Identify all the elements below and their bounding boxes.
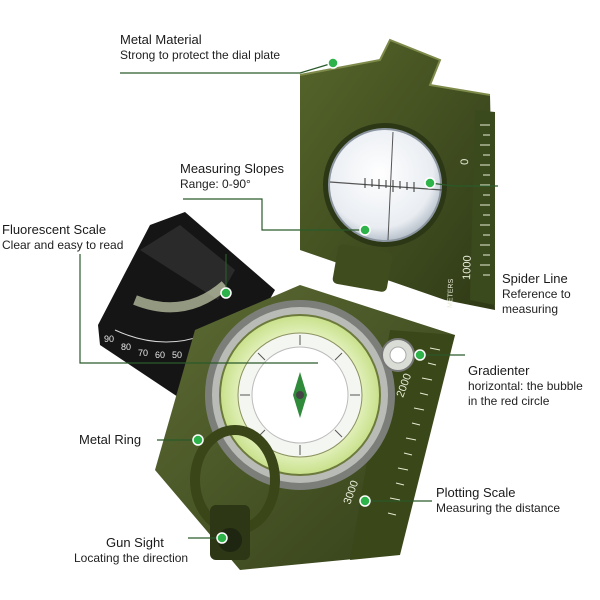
dot-measuring-slopes: [359, 224, 371, 236]
leader-spider-line: [429, 182, 498, 187]
fluorescent-scale-desc: Clear and easy to read: [2, 238, 124, 253]
dot-metal-ring: [192, 434, 204, 446]
dot-metal-material: [327, 57, 339, 69]
dot-plotting-scale: [359, 495, 371, 507]
plotting-scale-desc: Measuring the distance: [436, 501, 561, 516]
lid-scale-unit: METERS: [447, 278, 455, 308]
label-metal-material: Metal Material Strong to protect the dia…: [120, 32, 280, 63]
leader-measuring-slopes: [183, 198, 365, 231]
spider-line-title: Spider Line: [502, 271, 568, 286]
gun-sight-desc: Locating the direction: [74, 551, 189, 566]
measuring-slopes-title: Measuring Slopes: [180, 161, 285, 176]
dot-gun-sight: [216, 532, 228, 544]
compass-lid: [299, 38, 495, 310]
dot-fluorescent-scale: [220, 287, 232, 299]
dot-gradienter: [414, 349, 426, 361]
fluorescent-scale-title: Fluorescent Scale: [2, 222, 107, 237]
leader-lines: [79, 62, 498, 539]
label-plotting-scale: Plotting Scale Measuring the distance: [436, 485, 560, 516]
leader-fluorescent-scale: [79, 254, 318, 364]
gradienter-desc-1: horizontal: the bubble: [468, 379, 583, 394]
label-spider-line: Spider Line Reference to measuring: [502, 271, 571, 317]
metal-ring-title: Metal Ring: [79, 432, 142, 447]
spider-line-desc-2: measuring: [502, 302, 559, 317]
compass-base: 2000 3000: [155, 285, 455, 570]
clino-50: 50: [172, 350, 182, 360]
label-gradienter: Gradienter horizontal: the bubble in the…: [468, 363, 583, 409]
marker-dots: [192, 57, 436, 544]
clino-70: 70: [138, 348, 148, 358]
gun-sight-title: Gun Sight: [106, 535, 164, 550]
dot-spider-line: [424, 177, 436, 189]
clino-90: 90: [104, 334, 114, 344]
lid-scale-0: 0: [459, 159, 471, 166]
spider-line-desc-1: Reference to: [502, 287, 571, 302]
measuring-slopes-desc: Range: 0-90°: [180, 177, 251, 192]
gradienter-desc-2: in the red circle: [468, 394, 550, 409]
label-measuring-slopes: Measuring Slopes Range: 0-90°: [180, 161, 284, 192]
label-fluorescent-scale: Fluorescent Scale Clear and easy to read: [2, 222, 123, 253]
label-metal-ring: Metal Ring: [79, 432, 141, 448]
gradienter-title: Gradienter: [468, 363, 530, 378]
label-gun-sight: Gun Sight Locating the direction: [74, 535, 188, 566]
plotting-scale-title: Plotting Scale: [436, 485, 516, 500]
leader-metal-material: [120, 62, 334, 74]
metal-material-title: Metal Material: [120, 32, 202, 47]
metal-material-desc: Strong to protect the dial plate: [120, 48, 281, 63]
clino-80: 80: [121, 342, 131, 352]
clino-60: 60: [155, 350, 165, 360]
lid-scale-1000: 1000: [461, 255, 474, 280]
